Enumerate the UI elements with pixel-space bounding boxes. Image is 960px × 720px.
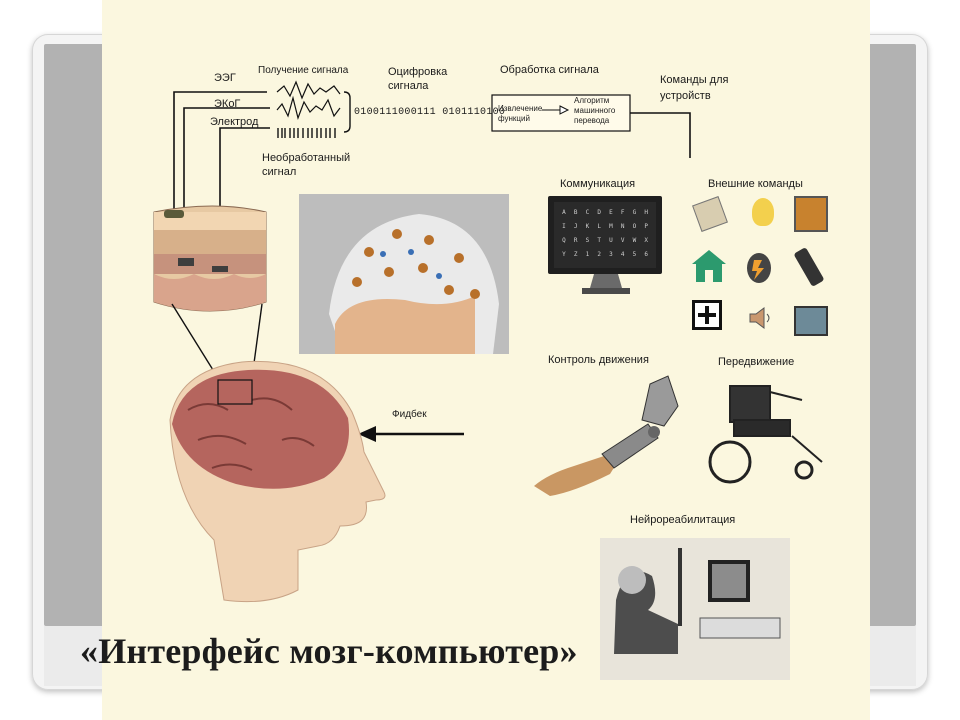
- house-icon: [692, 250, 726, 282]
- keyboard-key: K: [585, 223, 590, 230]
- keyboard-key: R: [573, 237, 578, 244]
- communication-monitor: [548, 196, 662, 294]
- slide-title: «Интерфейс мозг-компьютер»: [80, 631, 578, 671]
- keyboard-key: Z: [573, 251, 578, 258]
- connector-lines: [153, 80, 823, 680]
- keyboard-key: H: [644, 209, 648, 216]
- keyboard-key: B: [573, 209, 578, 216]
- keyboard-key: X: [644, 237, 648, 244]
- keyboard-key: C: [585, 209, 590, 216]
- acquisition-label: Получение сигнала: [258, 65, 349, 76]
- bci-diagram-image: ЭЭГ ЭКоГ Электрод Получение сигнала Необ…: [102, 0, 870, 720]
- plus-box-icon: [692, 300, 722, 330]
- keyboard-key: Y: [562, 251, 566, 258]
- electrode-label: Электрод: [210, 116, 259, 128]
- keyboard-key: 2: [597, 251, 601, 258]
- keyboard-key: V: [620, 237, 625, 244]
- ml-algorithm-line1: Алгоритм: [574, 96, 610, 105]
- keyboard-key: I: [562, 223, 566, 230]
- head-illustration: [169, 360, 386, 603]
- eeg-label: ЭЭГ: [214, 72, 236, 84]
- motion-control-label: Контроль движения: [548, 354, 649, 366]
- device-commands-line2: устройств: [660, 90, 711, 102]
- locomotion-label: Передвижение: [718, 356, 795, 368]
- communication-label: Коммуникация: [560, 178, 636, 190]
- keyboard-key: Q: [562, 237, 566, 244]
- lightbulb-icon: [752, 198, 774, 226]
- keyboard-key: D: [597, 209, 601, 216]
- keyboard-key: 5: [632, 251, 637, 258]
- eeg-cap-photo: [299, 194, 509, 354]
- keyboard-key: F: [620, 209, 625, 216]
- neurorehabilitation-photo: [600, 538, 790, 680]
- keyboard-key: 1: [585, 251, 590, 258]
- prosthetic-arm-illustration: [534, 375, 679, 496]
- binary-stream: 0100111000111 0101110100: [354, 107, 506, 118]
- digitization-label-line1: Оцифровка: [388, 66, 448, 78]
- keyboard-key: O: [632, 223, 637, 230]
- device-commands-line1: Команды для: [660, 74, 729, 86]
- wheelchair-illustration: [708, 385, 823, 484]
- keyboard-key: G: [632, 209, 637, 216]
- keyboard-key: 3: [609, 251, 613, 258]
- keyboard-key: T: [597, 237, 601, 244]
- cortex-section: [153, 205, 267, 312]
- ecog-label: ЭКоГ: [214, 98, 241, 110]
- digitization-label-line2: сигнала: [388, 80, 429, 92]
- keyboard-key: N: [620, 223, 625, 230]
- ml-algorithm-line3: перевода: [574, 116, 610, 125]
- feature-extraction-line1: Извлечение: [498, 104, 543, 113]
- document-icon: [794, 196, 828, 232]
- feature-extraction-line2: функций: [498, 114, 530, 123]
- keyboard-key: U: [609, 237, 613, 244]
- external-commands-label: Внешние команды: [708, 178, 803, 190]
- feedback-label: Фидбек: [392, 409, 427, 420]
- keyboard-key: W: [632, 237, 637, 244]
- keyboard-key: J: [573, 223, 578, 230]
- keyboard-key: M: [609, 223, 613, 230]
- keyboard-key: S: [585, 237, 590, 244]
- keyboard-key: L: [597, 223, 601, 230]
- keyboard-key: 4: [620, 251, 625, 258]
- keyboard-key: 6: [644, 251, 648, 258]
- keyboard-key: A: [562, 209, 566, 216]
- raw-signal-label-line1: Необработанный: [262, 152, 351, 164]
- speaker-icon: [748, 306, 774, 330]
- computer-icon: [794, 306, 828, 336]
- head-lightning-icon: [744, 246, 774, 286]
- keyboard-key: E: [609, 209, 613, 216]
- ml-algorithm-line2: машинного: [574, 106, 616, 115]
- raw-signal-label-line2: сигнал: [262, 166, 297, 178]
- processing-label: Обработка сигнала: [500, 64, 599, 76]
- neurorehabilitation-label: Нейрореабилитация: [630, 514, 736, 526]
- keyboard-key: P: [644, 223, 648, 230]
